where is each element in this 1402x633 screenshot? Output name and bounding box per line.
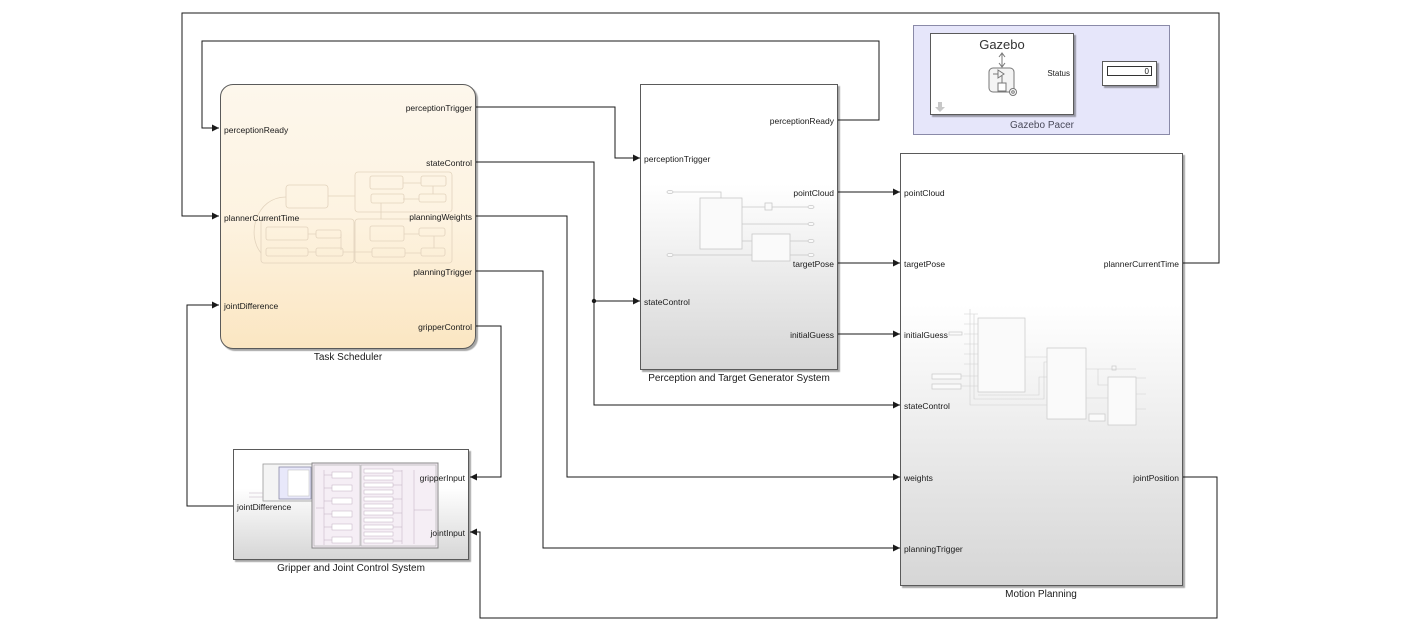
status-display-value: 0: [1107, 66, 1152, 76]
subsystem-preview-icon: [666, 190, 815, 262]
down-arrow-icon: [935, 102, 945, 112]
branch-junction: [591, 298, 597, 304]
wire-planningTrigger[interactable]: [476, 270, 900, 552]
task-scheduler-block[interactable]: perceptionReady plannerCurrentTime joint…: [220, 84, 476, 349]
gazebo-block[interactable]: Gazebo Status: [930, 33, 1074, 115]
wire-jointDifference[interactable]: [186, 301, 233, 507]
port-jointInput-in[interactable]: jointInput: [430, 528, 466, 538]
port-stateControl[interactable]: stateControl: [426, 158, 472, 168]
wire-planningWeights[interactable]: [476, 215, 900, 481]
port-targetPose-out[interactable]: targetPose: [792, 259, 834, 269]
port-targetPose-in[interactable]: targetPose: [904, 259, 946, 269]
wire-perceptionTrigger[interactable]: [476, 106, 640, 162]
subsystem-preview-icon: [249, 462, 439, 549]
gripper-joint-subsystem-block[interactable]: jointDifference gripperInput jointInput: [233, 449, 469, 560]
perception-subsystem-label: Perception and Target Generator System: [648, 373, 830, 384]
port-perceptionTrigger[interactable]: perceptionTrigger: [405, 103, 472, 113]
port-initialGuess-out[interactable]: initialGuess: [790, 330, 834, 340]
motion-planning-label: Motion Planning: [1005, 589, 1077, 600]
status-display-block[interactable]: 0: [1102, 61, 1157, 86]
port-jointPosition-out[interactable]: jointPosition: [1133, 473, 1179, 483]
perception-subsystem-block[interactable]: perceptionTrigger stateControl perceptio…: [640, 84, 838, 370]
port-planningTrigger[interactable]: planningTrigger: [413, 267, 472, 277]
wire-jointPosition[interactable]: [470, 476, 1218, 619]
gazebo-pacer-icon: [935, 52, 1017, 112]
port-weights-in[interactable]: weights: [904, 473, 933, 483]
subsystem-preview-icon: [931, 309, 1146, 426]
port-pointCloud-out[interactable]: pointCloud: [793, 188, 834, 198]
gazebo-pacer-label: Gazebo Pacer: [1010, 120, 1074, 131]
port-planningTrigger-in[interactable]: planningTrigger: [904, 544, 963, 554]
port-stateControl-in[interactable]: stateControl: [644, 297, 690, 307]
port-jointDifference[interactable]: jointDifference: [224, 301, 279, 311]
chart-preview-icon: [253, 171, 453, 264]
wire-gripperControl[interactable]: [470, 325, 502, 481]
motion-planning-block[interactable]: pointCloud targetPose initialGuess state…: [900, 153, 1183, 586]
gazebo-title: Gazebo: [979, 37, 1025, 52]
port-stateControl-in[interactable]: stateControl: [904, 401, 950, 411]
port-status[interactable]: Status: [1047, 69, 1070, 78]
wire-perceptionReady[interactable]: [201, 40, 880, 132]
port-plannerCurrentTime-out[interactable]: plannerCurrentTime: [1103, 259, 1179, 269]
port-plannerCurrentTime[interactable]: plannerCurrentTime: [224, 213, 300, 223]
port-perceptionTrigger-in[interactable]: perceptionTrigger: [644, 154, 711, 164]
wire-plannerCurrentTime[interactable]: [181, 12, 1220, 264]
port-perceptionReady[interactable]: perceptionReady: [224, 125, 289, 135]
port-perceptionReady-out[interactable]: perceptionReady: [769, 116, 834, 126]
port-planningWeights[interactable]: planningWeights: [409, 212, 472, 222]
port-initialGuess-in[interactable]: initialGuess: [904, 330, 948, 340]
task-scheduler-label: Task Scheduler: [313, 352, 383, 363]
port-pointCloud-in[interactable]: pointCloud: [904, 188, 945, 198]
port-gripperInput-in[interactable]: gripperInput: [419, 473, 465, 483]
wire-stateControl[interactable]: [476, 161, 900, 409]
gripper-joint-subsystem-label: Gripper and Joint Control System: [277, 563, 425, 574]
port-jointDifference-out[interactable]: jointDifference: [237, 502, 292, 512]
port-gripperControl[interactable]: gripperControl: [418, 322, 472, 332]
